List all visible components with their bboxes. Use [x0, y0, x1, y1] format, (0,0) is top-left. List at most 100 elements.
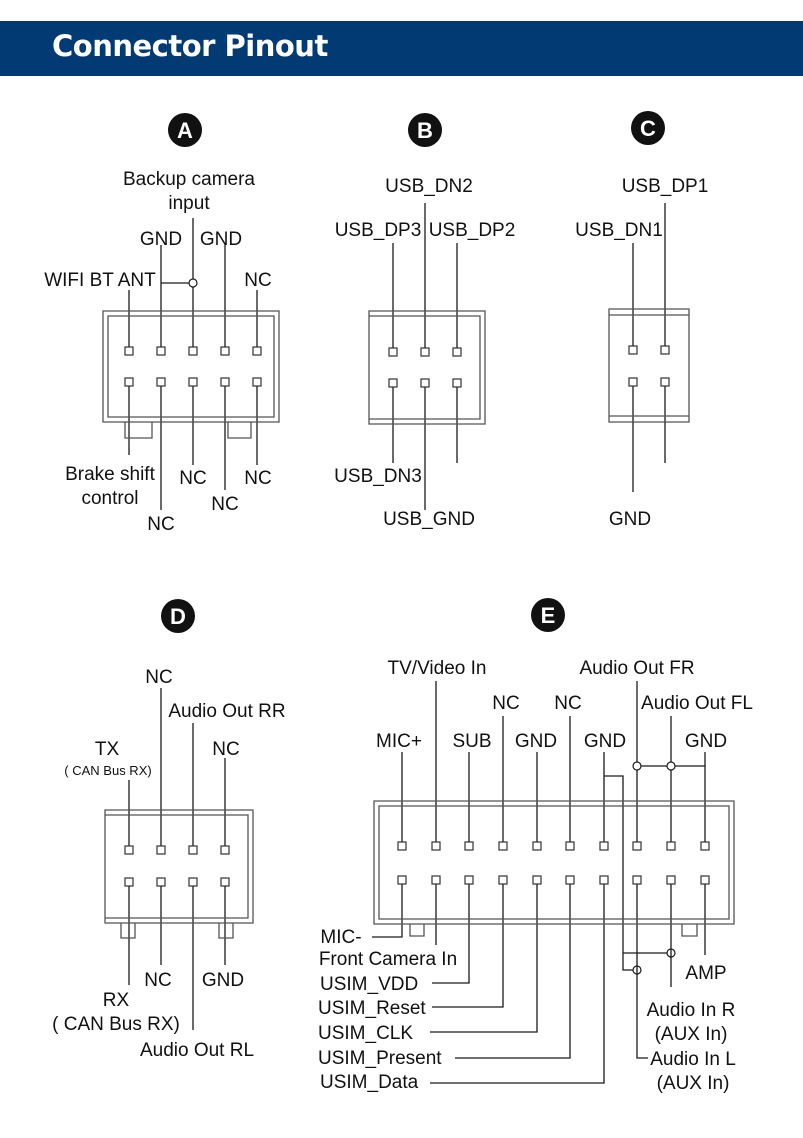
label-e-fl: Audio Out FL [641, 693, 753, 714]
pin [565, 841, 575, 851]
label-e-in-r-2: (AUX In) [655, 1024, 728, 1045]
label-a-nc4: NC [244, 468, 271, 489]
label-e-in-r: Audio In R [647, 1000, 736, 1021]
wire-e-vdd [432, 884, 470, 984]
label-e-present: USIM_Present [318, 1048, 442, 1069]
pin [388, 378, 398, 388]
badge-a: A [177, 118, 193, 143]
label-e-nc2: NC [554, 693, 581, 714]
pin [124, 377, 134, 387]
label-e-front-cam: Front Camera In [319, 949, 457, 970]
shell-a-key-right [227, 422, 252, 439]
pin [666, 875, 676, 885]
pin [666, 841, 676, 851]
label-a-nc1: NC [147, 514, 174, 535]
shell-d-inner [105, 814, 249, 919]
label-e-nc1: NC [492, 693, 519, 714]
label-e-clk: USIM_CLK [318, 1023, 413, 1044]
pin [220, 377, 230, 387]
pin [660, 345, 670, 355]
shell-d-key-left [120, 923, 136, 939]
shell-e-inner [378, 805, 730, 920]
label-a-nc2: NC [179, 468, 206, 489]
badge-d: D [170, 604, 186, 629]
pin [124, 845, 134, 855]
label-d-nc1: NC [145, 667, 172, 688]
label-e-gnd2: GND [584, 731, 626, 752]
wire-e-reset [432, 884, 504, 1008]
label-d-rl: Audio Out RL [140, 1040, 254, 1061]
badge-a-circle [168, 113, 202, 147]
wire-e-clk [430, 884, 538, 1033]
badge-e: E [541, 603, 556, 628]
label-e-tv: TV/Video In [388, 658, 487, 679]
label-d-gnd: GND [202, 970, 244, 991]
pin [632, 841, 642, 851]
pin [420, 378, 430, 388]
badge-c: C [640, 116, 656, 141]
label-e-reset: USIM_Reset [318, 998, 426, 1019]
wire-e-in-l [636, 884, 648, 1059]
label-c-dn1: USB_DN1 [575, 220, 663, 241]
label-d-nc: NC [144, 970, 171, 991]
shell-a-inner [107, 315, 275, 418]
label-c-gnd: GND [609, 509, 651, 530]
badge-d-circle [161, 599, 195, 633]
label-a-backup-camera: Backup camera [123, 169, 255, 190]
pin [700, 841, 710, 851]
label-a-gnd-right: GND [200, 229, 242, 250]
label-d-tx: TX [95, 739, 120, 760]
pin [397, 875, 407, 885]
shell-e-key-left [409, 924, 425, 937]
shell-d-key-right [218, 923, 234, 939]
shell-a-key-left [124, 422, 153, 439]
label-e-in-l-2: (AUX In) [657, 1073, 730, 1094]
pin [124, 346, 134, 356]
pin [252, 346, 262, 356]
label-a-brake: Brake shift [65, 464, 155, 485]
shell-e-outer [373, 800, 735, 925]
wire-e-mic-minus [372, 884, 403, 938]
pin [431, 841, 441, 851]
shell-e-key-right [681, 924, 698, 937]
wire-e-present [455, 884, 571, 1059]
label-a-brake-2: control [81, 488, 138, 509]
badge-c-circle [631, 111, 665, 145]
label-b-gnd: USB_GND [383, 509, 475, 530]
label-d-rx: RX [103, 990, 130, 1011]
pin [252, 377, 262, 387]
pin [124, 877, 134, 887]
pin [156, 845, 166, 855]
pin [420, 347, 430, 357]
label-a-backup-camera-2: input [168, 193, 210, 214]
badge-e-circle [531, 598, 565, 632]
shell-a-outer [102, 310, 280, 423]
label-b-dn2: USB_DN2 [385, 176, 473, 197]
pin [632, 875, 642, 885]
label-e-mic-minus: MIC- [320, 927, 361, 948]
wire-e-data [430, 884, 605, 1084]
label-d-nc2: NC [212, 739, 239, 760]
pin [532, 841, 542, 851]
pin [188, 346, 198, 356]
shell-c-inner [609, 314, 689, 417]
pin [532, 875, 542, 885]
label-a-wifi: WIFI BT ANT [44, 270, 156, 291]
badge-b: B [417, 118, 433, 143]
label-e-sub: SUB [452, 731, 491, 752]
wire-e-gnd-route [604, 775, 637, 971]
pin [431, 875, 441, 885]
pin [628, 377, 638, 387]
pin [397, 841, 407, 851]
pin [599, 875, 609, 885]
label-a-nc: NC [244, 270, 271, 291]
label-e-data: USIM_Data [320, 1072, 419, 1093]
pin [188, 877, 198, 887]
pin [388, 347, 398, 357]
label-d-rx-sub: ( CAN Bus RX) [52, 1014, 180, 1035]
label-a-gnd-left: GND [140, 229, 182, 250]
label-e-gnd1: GND [515, 731, 557, 752]
pin [452, 347, 462, 357]
shell-b-inner [369, 315, 481, 420]
